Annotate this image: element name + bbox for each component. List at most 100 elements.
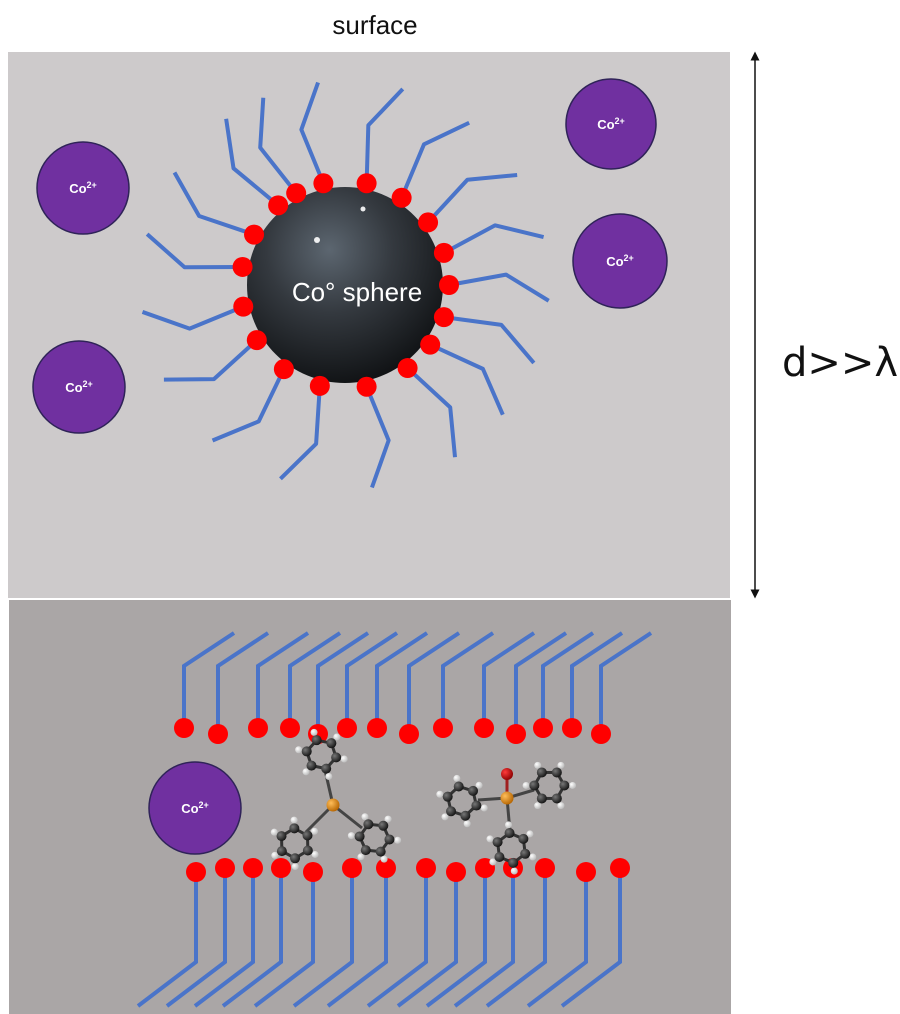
bilayer-head bbox=[248, 718, 268, 738]
carbon-atom bbox=[520, 848, 531, 859]
hydrogen-atom bbox=[534, 802, 542, 810]
head-group bbox=[233, 296, 254, 317]
cobalt-ion-label: Co2+ bbox=[69, 180, 97, 196]
hydrogen-atom bbox=[357, 853, 365, 861]
bilayer-head bbox=[562, 718, 582, 738]
carbon-atom bbox=[471, 800, 482, 811]
bilayer-chain bbox=[514, 631, 568, 734]
bilayer-chain bbox=[326, 868, 388, 1008]
hydrogen-atom bbox=[569, 781, 577, 789]
bilayer-head bbox=[535, 858, 555, 878]
hydrogen-atom bbox=[271, 851, 279, 859]
bilayer-head bbox=[337, 718, 357, 738]
hydrogen-atom bbox=[384, 815, 392, 823]
sphere-head-groups bbox=[232, 173, 459, 397]
cobalt-ion-label: Co2+ bbox=[597, 116, 625, 132]
carbon-atom bbox=[508, 857, 519, 868]
oxygen-atom bbox=[501, 768, 513, 780]
bilayer-chain bbox=[425, 868, 487, 1008]
hydrogen-atom bbox=[302, 768, 310, 776]
hydrogen-atom bbox=[480, 804, 488, 812]
bilayer-chain bbox=[345, 631, 399, 728]
hydrogen-atom bbox=[489, 858, 497, 866]
head-group bbox=[286, 183, 307, 204]
ligand-chain bbox=[163, 338, 259, 382]
hydrogen-atom bbox=[463, 820, 471, 828]
bilayer-head bbox=[533, 718, 553, 738]
bilayer-chain bbox=[256, 631, 310, 728]
bilayer-chain bbox=[407, 631, 461, 734]
hydrogen-atom bbox=[475, 781, 483, 789]
bilayer-head bbox=[215, 858, 235, 878]
carbon-atom bbox=[321, 763, 332, 774]
cobalt-ion bbox=[572, 213, 668, 309]
hydrogen-atom bbox=[325, 772, 333, 780]
carbon-atom bbox=[331, 752, 342, 763]
hydrogen-atom bbox=[295, 746, 303, 754]
bilayer-chain bbox=[599, 631, 653, 734]
bilayer-head bbox=[433, 718, 453, 738]
bilayer-chain bbox=[560, 868, 622, 1008]
hydrogen-atom bbox=[347, 832, 355, 840]
hydrogen-atom bbox=[486, 835, 494, 843]
ligand-chain bbox=[426, 173, 518, 224]
carbon-atom bbox=[442, 791, 453, 802]
bilayer-head bbox=[174, 718, 194, 738]
head-group bbox=[433, 307, 454, 328]
bilayer-chain bbox=[182, 631, 236, 728]
head-group bbox=[232, 256, 253, 277]
carbon-atom bbox=[360, 845, 371, 856]
distance-label: d>>λ bbox=[782, 340, 898, 386]
carbon-atom bbox=[363, 819, 374, 830]
bilayer-head bbox=[186, 862, 206, 882]
carbon-atom bbox=[311, 735, 322, 746]
sphere-label: Co° sphere bbox=[292, 277, 422, 307]
head-group bbox=[273, 359, 294, 380]
carbon-atom bbox=[536, 793, 547, 804]
phosphorus-atom bbox=[500, 791, 514, 805]
bilayer-chain bbox=[165, 868, 227, 1008]
ligand-chain bbox=[172, 171, 255, 237]
bilayer-chain bbox=[253, 872, 315, 1008]
bilayer-head bbox=[610, 858, 630, 878]
head-group bbox=[313, 173, 334, 194]
cobalt-ion bbox=[32, 340, 126, 434]
cobalt-ions: Co2+Co2+Co2+Co2+Co2+ bbox=[32, 78, 668, 855]
hydrogen-atom bbox=[529, 853, 537, 861]
bilayer-chain bbox=[216, 631, 270, 734]
bottom-panel-bilayer bbox=[9, 600, 731, 1014]
head-group bbox=[244, 224, 265, 245]
ligand-chain bbox=[443, 315, 536, 365]
ligand-chain bbox=[364, 87, 405, 184]
bilayer-head bbox=[416, 858, 436, 878]
triphenylphosphine-molecule bbox=[270, 728, 402, 871]
carbon-atom bbox=[302, 830, 313, 841]
carbon-atom bbox=[354, 831, 365, 842]
ligand-chain bbox=[224, 118, 280, 207]
ligand-chain bbox=[406, 366, 457, 458]
ligand-chain bbox=[145, 232, 243, 270]
bilayer-chain bbox=[485, 868, 547, 1008]
bilayer-head bbox=[446, 862, 466, 882]
bilayer-chain bbox=[541, 631, 595, 728]
carbon-atom bbox=[504, 828, 515, 839]
bilayer-head bbox=[367, 718, 387, 738]
head-group bbox=[433, 242, 454, 263]
bilayer-chain bbox=[570, 631, 624, 728]
cobalt-ion bbox=[36, 141, 130, 235]
carbon-atom bbox=[326, 738, 337, 749]
carbon-atom bbox=[518, 833, 529, 844]
bilayer-head bbox=[376, 858, 396, 878]
carbon-atom bbox=[453, 781, 464, 792]
carbon-atom bbox=[378, 820, 389, 831]
carbon-atom bbox=[306, 760, 317, 771]
bilayer-head bbox=[208, 724, 228, 744]
head-group bbox=[418, 212, 439, 233]
bilayer-chain bbox=[136, 872, 198, 1008]
ligand-chain bbox=[448, 272, 550, 303]
head-group bbox=[356, 376, 377, 397]
hydrogen-atom bbox=[311, 827, 319, 835]
ligand-chain bbox=[258, 97, 298, 195]
carbon-atom bbox=[551, 767, 562, 778]
